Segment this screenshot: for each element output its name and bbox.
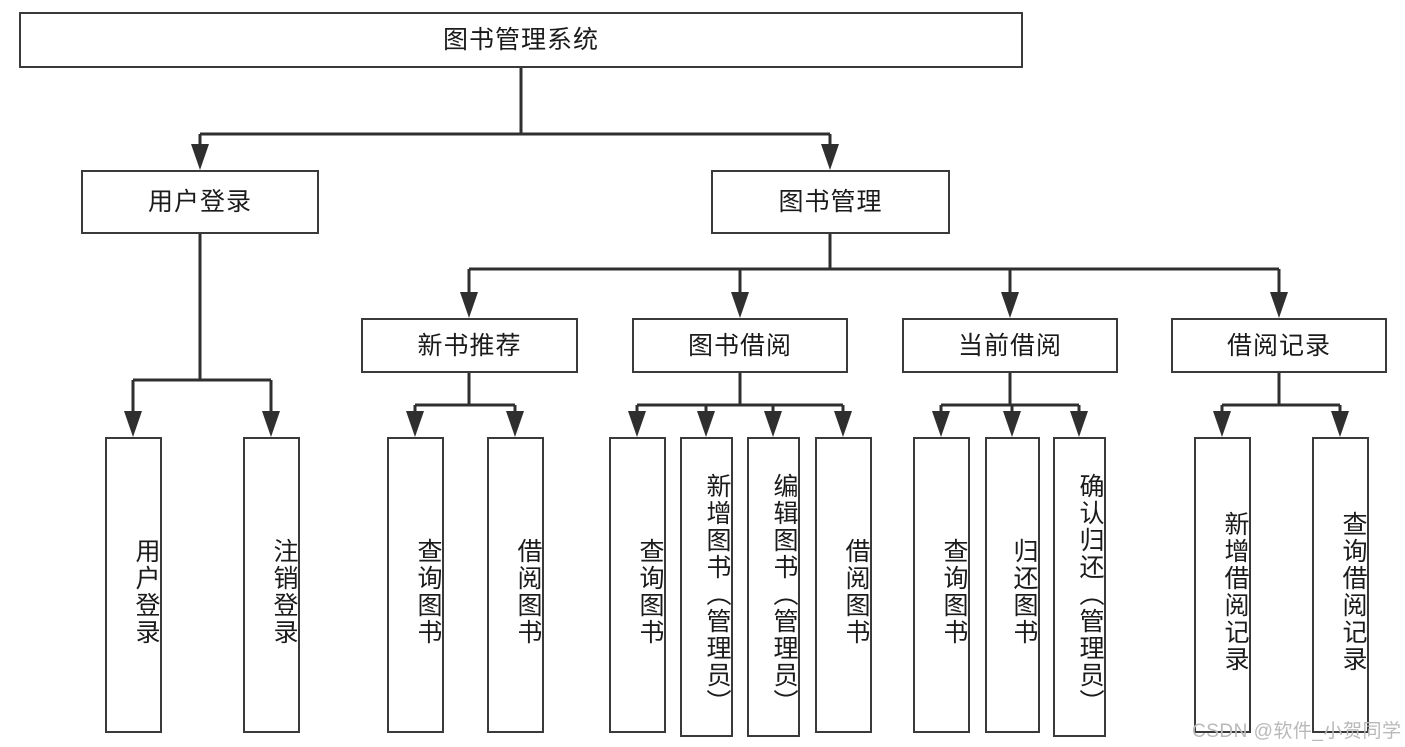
node-leaf-borrow-book-2[interactable]: 借阅图书 xyxy=(815,437,872,733)
node-leaf-borrow-book-1[interactable]: 借阅图书 xyxy=(487,437,544,733)
node-leaf-user-login[interactable]: 用户登录 xyxy=(105,437,162,733)
node-label: 用户登录 xyxy=(147,188,252,216)
node-leaf-query-book-3[interactable]: 查询图书 xyxy=(913,437,970,733)
node-label: 归还图书 xyxy=(1010,538,1038,646)
node-label: 确认归还（管理员） xyxy=(1076,472,1104,716)
node-label: 编辑图书（管理员） xyxy=(770,472,798,716)
node-book-borrow[interactable]: 图书借阅 xyxy=(632,318,848,373)
node-leaf-query-book-2[interactable]: 查询图书 xyxy=(609,437,666,733)
node-borrow-record[interactable]: 借阅记录 xyxy=(1171,318,1387,373)
node-label: 借阅记录 xyxy=(1226,331,1331,360)
node-leaf-logout[interactable]: 注销登录 xyxy=(243,437,300,733)
node-label: 查询借阅记录 xyxy=(1339,511,1367,673)
node-leaf-add-borrow-record[interactable]: 新增借阅记录 xyxy=(1194,437,1251,733)
node-leaf-confirm-return[interactable]: 确认归还（管理员） xyxy=(1053,437,1106,737)
node-new-book-recommend[interactable]: 新书推荐 xyxy=(361,318,578,373)
node-label: 注销登录 xyxy=(270,538,298,646)
node-label: 借阅图书 xyxy=(514,538,542,646)
node-root[interactable]: 图书管理系统 xyxy=(19,12,1023,68)
watermark: CSDN @软件_小贺同学 xyxy=(1192,721,1402,742)
node-leaf-query-borrow-record[interactable]: 查询借阅记录 xyxy=(1312,437,1369,733)
node-label: 图书借阅 xyxy=(687,331,792,360)
node-label: 借阅图书 xyxy=(842,538,870,646)
node-label: 查询图书 xyxy=(636,538,664,646)
node-label: 图书管理 xyxy=(778,188,883,216)
node-label: 当前借阅 xyxy=(957,331,1062,360)
node-label: 图书管理系统 xyxy=(442,26,599,54)
node-label: 查询图书 xyxy=(940,538,968,646)
node-user-login[interactable]: 用户登录 xyxy=(81,170,319,234)
node-leaf-edit-book[interactable]: 编辑图书（管理员） xyxy=(747,437,800,737)
node-leaf-query-book-1[interactable]: 查询图书 xyxy=(387,437,444,733)
node-label: 新增借阅记录 xyxy=(1221,511,1249,673)
node-label: 新增图书（管理员） xyxy=(703,472,731,716)
node-leaf-add-book[interactable]: 新增图书（管理员） xyxy=(680,437,733,737)
node-leaf-return-book[interactable]: 归还图书 xyxy=(985,437,1040,733)
node-current-borrow[interactable]: 当前借阅 xyxy=(902,318,1118,373)
node-book-manage[interactable]: 图书管理 xyxy=(711,170,950,234)
node-label: 用户登录 xyxy=(132,538,160,646)
node-label: 新书推荐 xyxy=(417,331,522,360)
node-label: 查询图书 xyxy=(414,538,442,646)
